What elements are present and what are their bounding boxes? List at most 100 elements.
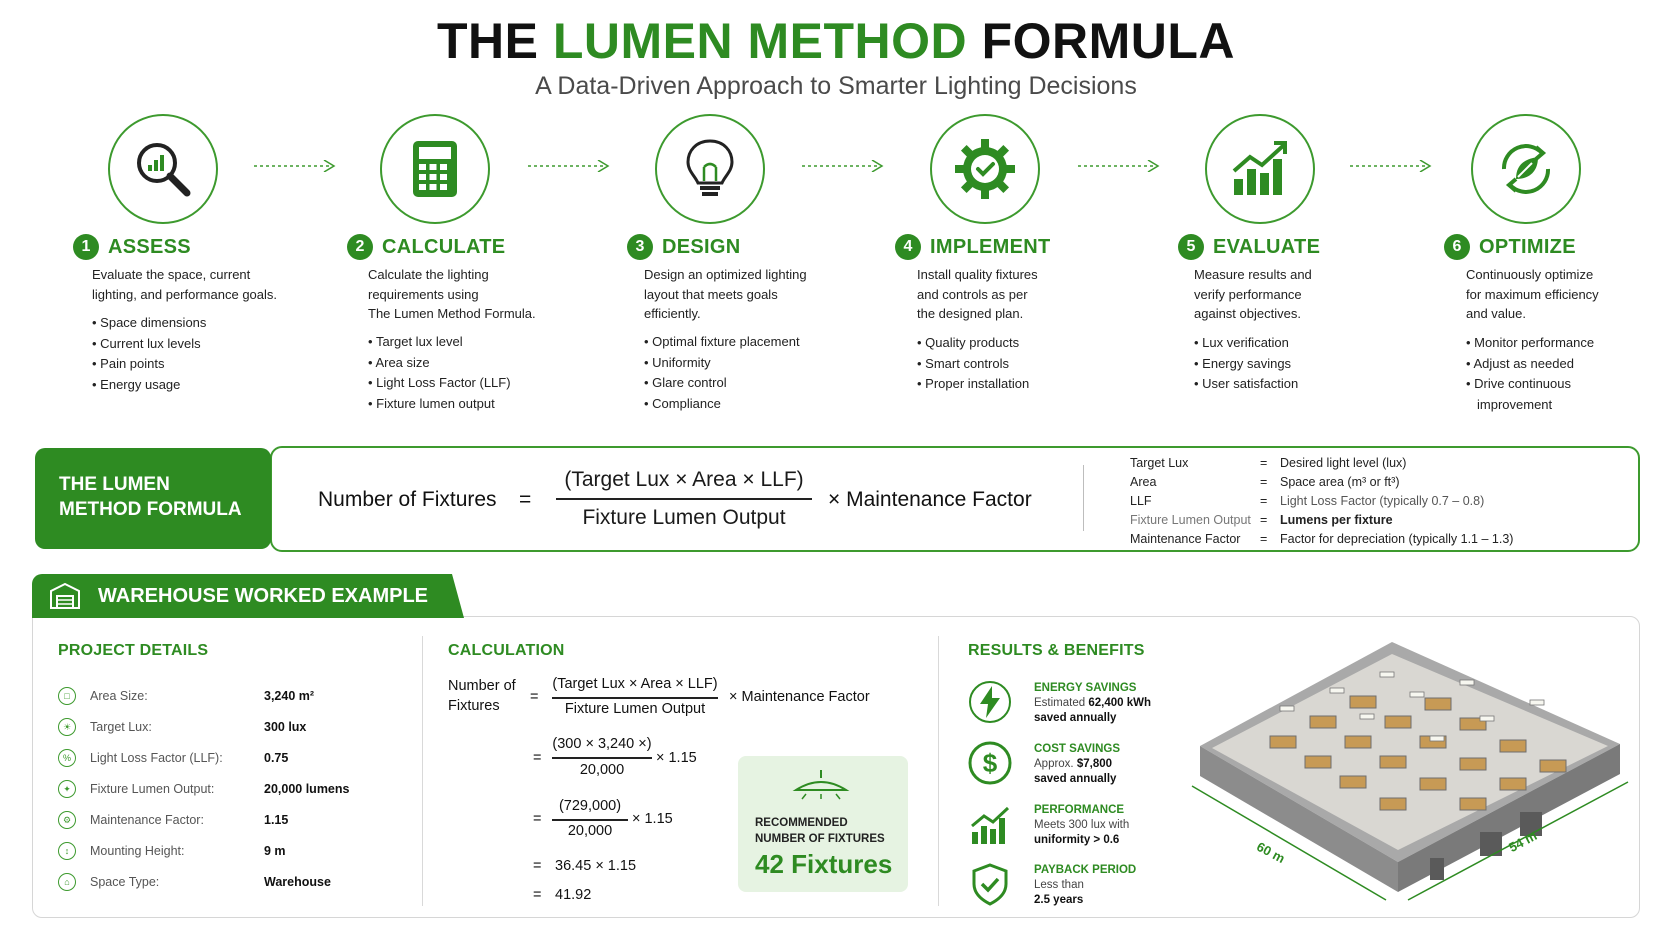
bullet-item: Glare control [644,373,800,394]
formula-label-line: METHOD FORMULA [59,499,242,520]
step-heading-optimize: 6 OPTIMIZE [1444,234,1576,260]
desc-line: requirements using [368,286,479,302]
desc-line: for maximum efficiency [1466,286,1599,302]
step-name: DESIGN [662,235,741,258]
page-subtitle: A Data-Driven Approach to Smarter Lighti… [535,72,1137,100]
formula-numerator: (Target Lux × Area × LLF) [564,468,804,491]
maintenance-icon: ⚙ [58,811,76,829]
legend-row: Fixture Lumen Output = Lumens per fixtur… [1130,513,1580,527]
project-details-title: PROJECT DETAILS [58,642,209,659]
step-number: 1 [73,234,99,260]
lumen-icon: ✦ [58,780,76,798]
calc-multiplier-3: × 1.15 [632,811,673,827]
detail-row-llf: % Light Loss Factor (LLF): 0.75 [58,749,288,767]
bullet-item: Current lux levels [92,334,206,355]
ceiling-light-icon [792,770,850,800]
title-part-3: FORMULA [981,13,1236,69]
step-number: 3 [627,234,653,260]
step-heading-design: 3 DESIGN [627,234,740,260]
detail-value: Warehouse [264,875,331,889]
step-description: Measure results and verify performance a… [1194,265,1312,324]
result-text-line2: saved annually [1034,712,1117,724]
calc-multiplier-2: × 1.15 [656,750,697,766]
legend-value: Factor for depreciation (typically 1.1 –… [1280,532,1514,546]
legend-eq: = [1260,513,1268,527]
fraction-bar [552,697,718,699]
desc-line: the designed plan. [917,306,1024,321]
bullet-item: Target lux level [368,332,511,353]
detail-value: 20,000 lumens [264,782,350,796]
step-heading-assess: 1 ASSESS [73,234,191,260]
desc-line: Continuously optimize [1466,267,1594,282]
legend-key: Area [1130,475,1157,489]
result-text: Meets 300 lux with uniformity > 0.6 [1034,818,1129,848]
bullet-item: Compliance [644,394,800,415]
recommendation-card [738,756,908,892]
bullet-item: Monitor performance [1466,333,1594,354]
formula-label-line: THE LUMEN [59,474,170,495]
title-part-2: LUMEN METHOD [552,13,968,69]
desc-line: The Lumen Method Formula. [368,306,536,321]
step-heading-implement: 4 IMPLEMENT [895,234,1050,260]
result-text-line2: 2.5 years [1034,894,1084,906]
legend-value: Space area (m³ or ft³) [1280,475,1400,489]
warehouse-illustration [1191,642,1629,901]
bullet-item: Area size [368,353,511,374]
recommendation-label: RECOMMENDED NUMBER OF FIXTURES [755,815,885,847]
formula-multiplier: × Maintenance Factor [828,488,1032,511]
desc-line: Design an optimized lighting [644,267,807,282]
bullet-item: Lux verification [1194,333,1298,354]
legend-row: LLF = Light Loss Factor (typically 0.7 –… [1130,494,1580,508]
detail-row-space-type: ⌂ Space Type: Warehouse [58,873,331,891]
calc-numerator-2: (300 × 3,240 ×) [552,736,652,752]
formula-denominator: Fixture Lumen Output [582,506,786,529]
detail-row-area: □ Area Size: 3,240 m² [58,687,314,705]
bullet-item: Energy usage [92,375,206,396]
fraction-bar [556,498,812,500]
desc-line: lighting, and performance goals. [92,286,278,302]
step-bullets: Target lux level Area size Light Loss Fa… [368,332,511,414]
desc-line: efficiently. [644,306,701,321]
detail-label: Space Type: [90,875,160,889]
legend-eq: = [1260,532,1268,546]
desc-line: Evaluate the space, current [92,267,251,282]
column-divider [422,636,423,906]
calc-denominator-1: Fixture Lumen Output [564,701,706,717]
step-number: 4 [895,234,921,260]
bullet-item: improvement [1477,396,1553,412]
column-divider [938,636,939,906]
rec-label-line: NUMBER OF FIXTURES [755,833,885,845]
step-number: 5 [1178,234,1204,260]
result-text: Less than 2.5 years [1034,878,1084,908]
step-bullets: Space dimensions Current lux levels Pain… [92,313,206,395]
result-text: Estimated 62,400 kWh saved annually [1034,696,1151,726]
building-icon: ⌂ [58,873,76,891]
result-text-value: $7,800 [1076,758,1113,770]
desc-line: against objectives. [1194,306,1301,321]
calc-multiplier-1: × Maintenance Factor [729,689,870,705]
worked-example-title: WAREHOUSE WORKED EXAMPLE [98,584,429,607]
step-description: Continuously optimize for maximum effici… [1466,265,1599,324]
arrow-right-icon [254,160,336,172]
legend-row: Target Lux = Desired light level (lux) [1130,456,1580,470]
detail-label: Mounting Height: [90,844,185,858]
calculation-title: CALCULATION [448,642,565,659]
bar-growth-icon [968,802,1012,846]
step-bullets: Lux verification Energy savings User sat… [1194,333,1298,395]
calc-equals: = [533,858,542,874]
bullet-item: Adjust as needed [1466,354,1594,375]
result-title: PAYBACK PERIOD [1034,864,1137,876]
formula-label: THE LUMEN METHOD FORMULA [35,448,271,549]
desc-line: Install quality fixtures [917,267,1038,282]
svg-text:$: $ [983,748,998,778]
page-title: THE LUMEN METHOD FORMULA [0,12,1672,70]
result-text-pre: Estimated [1034,697,1086,709]
calc-equals: = [530,689,539,705]
shield-check-icon [968,862,1012,906]
desc-line: Calculate the lighting [368,267,489,282]
legend-eq: = [1260,456,1268,470]
result-text-pre: Less than [1034,879,1084,891]
legend-row: Maintenance Factor = Factor for deprecia… [1130,532,1580,546]
formula-lhs: Number of Fixtures [318,488,497,511]
detail-value: 300 lux [264,720,307,734]
